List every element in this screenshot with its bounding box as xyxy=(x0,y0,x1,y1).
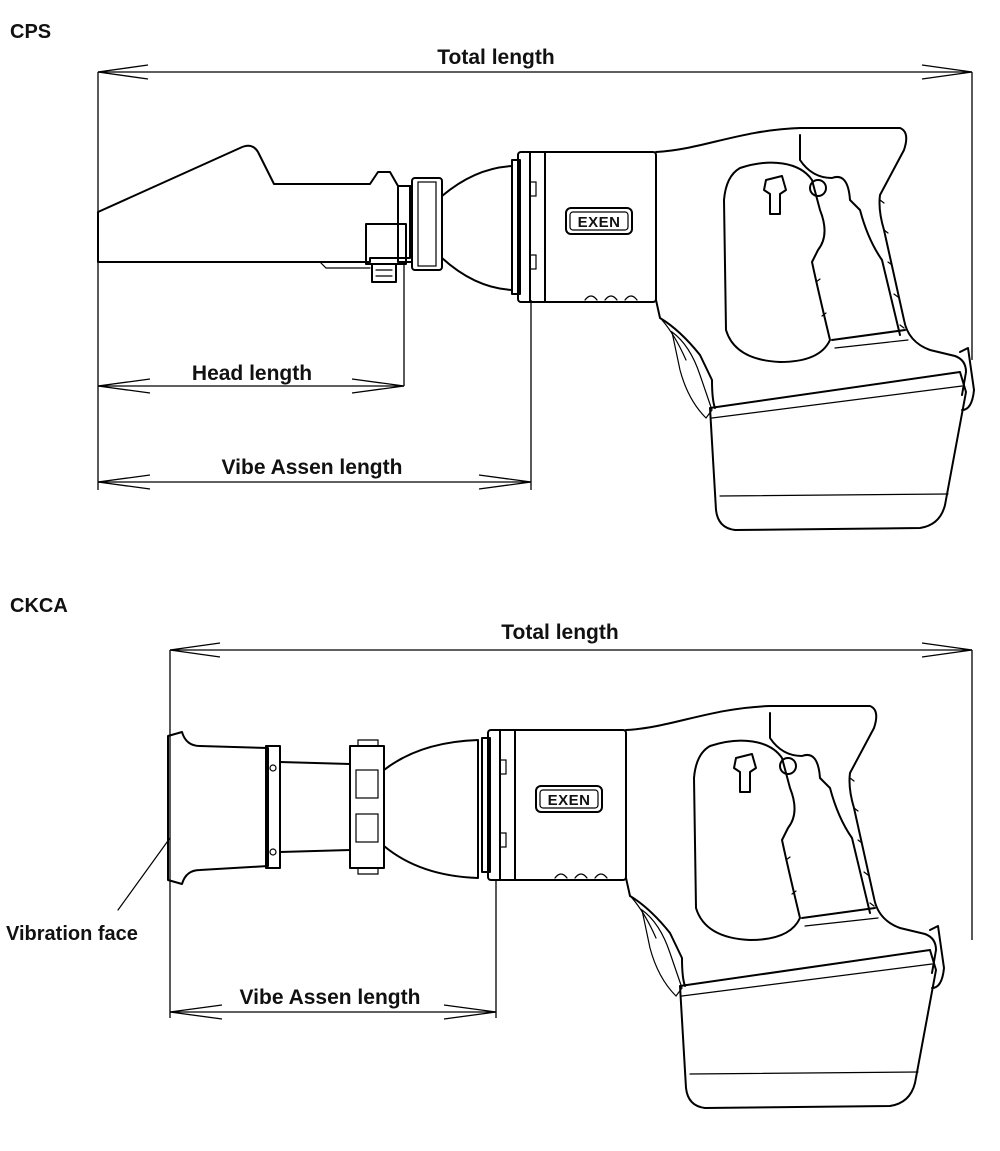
ckca-exen-logo: EXEN xyxy=(535,785,603,813)
ckca-section: CKCA Total length Vibe Assen length Vibr… xyxy=(6,595,973,1109)
ckca-total-length-dimension: Total length xyxy=(169,621,973,1018)
svg-text:EXEN: EXEN xyxy=(578,214,621,231)
cps-section-title: CPS xyxy=(10,21,51,43)
ckca-drill-body: EXEN xyxy=(481,705,945,1109)
cps-exen-logo: EXEN xyxy=(565,207,633,235)
cps-vibe-assen-length-dimension: Vibe Assen length xyxy=(97,300,532,490)
cps-head-drawing xyxy=(97,144,513,291)
ckca-total-length-label: Total length xyxy=(501,621,618,644)
cps-vibe-assen-length-label: Vibe Assen length xyxy=(222,456,403,479)
cps-section: CPS Total length Head length Vibe Assen … xyxy=(10,21,975,531)
vibration-face-label: Vibration face xyxy=(6,923,138,945)
cps-total-length-label: Total length xyxy=(437,46,554,69)
vibration-face-callout: Vibration face xyxy=(6,837,171,945)
cps-head-length-label: Head length xyxy=(192,362,312,385)
cps-drill-body: EXEN xyxy=(511,127,975,531)
cps-head-length-dimension: Head length xyxy=(97,265,405,394)
ckca-vibe-assen-length-dimension: Vibe Assen length xyxy=(169,880,497,1020)
svg-text:EXEN: EXEN xyxy=(548,792,591,809)
ckca-vibe-assen-length-label: Vibe Assen length xyxy=(240,986,421,1009)
ckca-section-title: CKCA xyxy=(10,595,68,617)
ckca-head-drawing xyxy=(167,731,479,885)
cps-total-length-dimension: Total length xyxy=(97,46,973,490)
